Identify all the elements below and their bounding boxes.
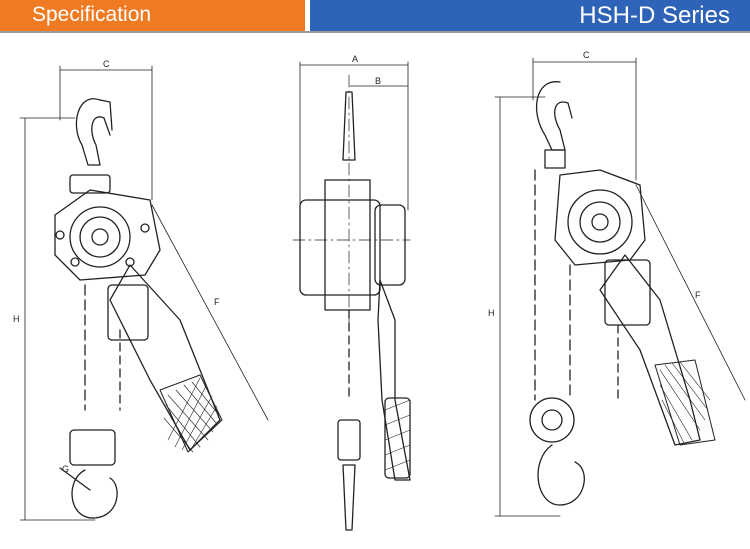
specification-tab: Specification	[0, 0, 305, 31]
series-label: HSH-D Series	[579, 2, 730, 29]
header-bar: Specification HSH-D Series	[0, 0, 750, 33]
middle-view-drawing: A B	[292, 54, 411, 531]
left-dim-f-label: F	[214, 297, 220, 307]
series-tab: HSH-D Series	[310, 0, 750, 31]
right-view-drawing: C H F	[488, 50, 746, 517]
right-dim-c-label: C	[583, 50, 590, 60]
right-dim-f-label: F	[695, 290, 701, 300]
middle-dim-b-label: B	[375, 76, 381, 86]
hoist-drawings: C H F G	[13, 50, 746, 531]
specification-label: Specification	[32, 3, 152, 26]
left-dim-c-label: C	[103, 59, 110, 69]
header-divider	[0, 31, 750, 33]
right-dim-h-label: H	[488, 308, 495, 318]
middle-dim-a-label: A	[352, 54, 358, 64]
left-view-drawing: C H F G	[13, 59, 269, 521]
left-dim-h-label: H	[13, 314, 20, 324]
left-dim-g-label: G	[62, 464, 69, 474]
